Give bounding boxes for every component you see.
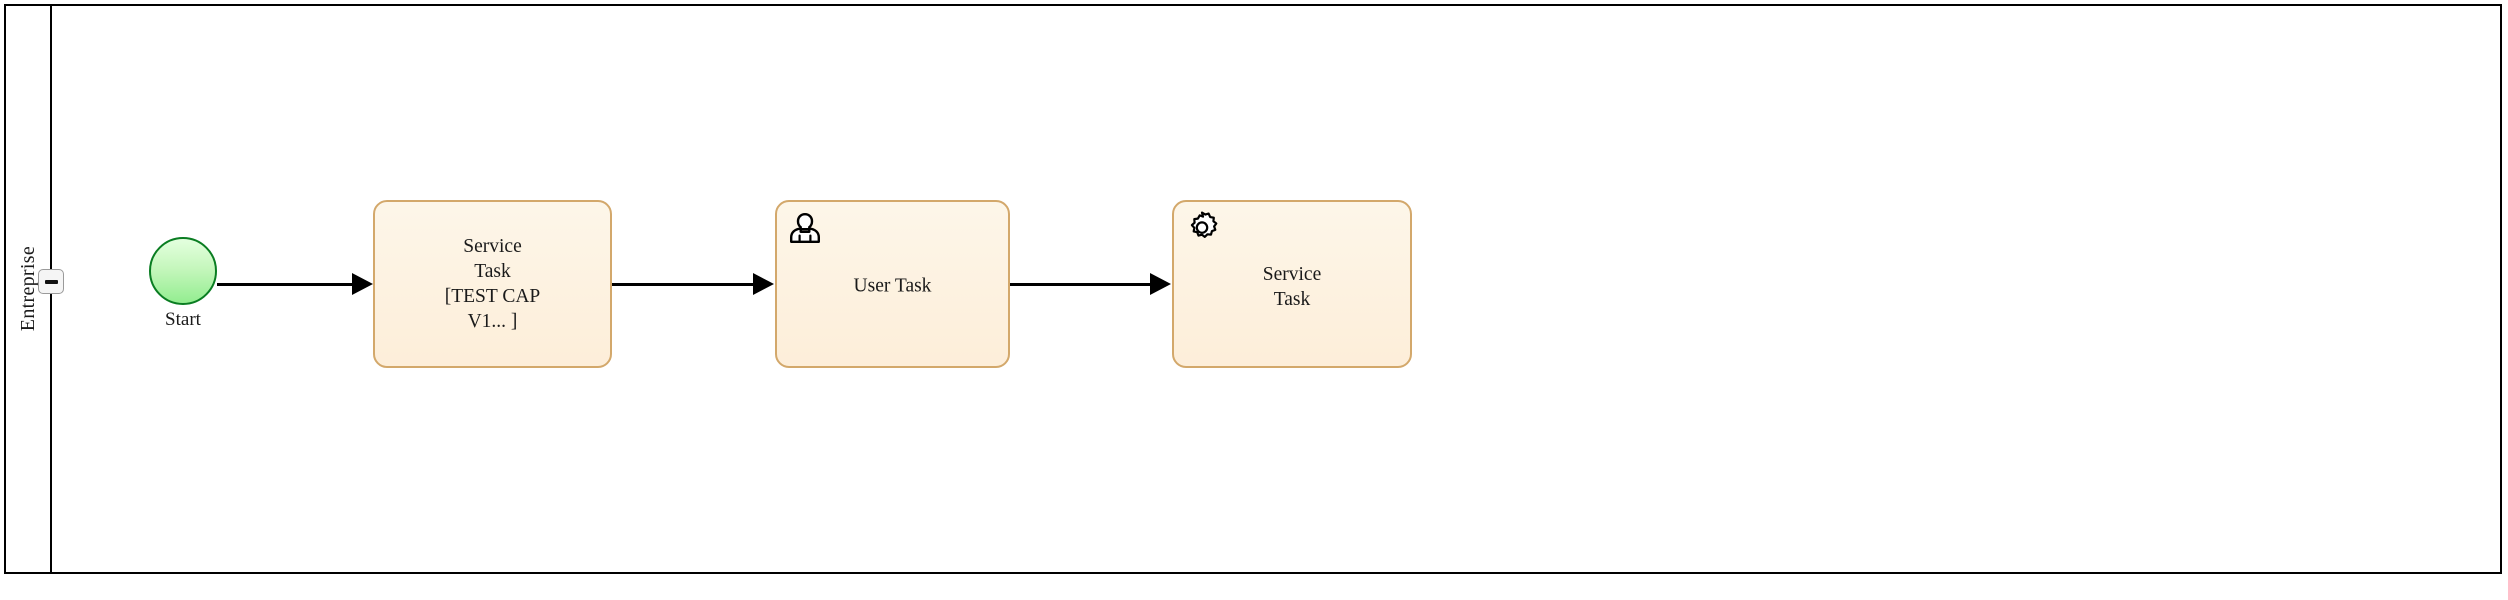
service-task-2-label: Service Task (1174, 262, 1410, 312)
sequence-flow-1-arrowhead (352, 273, 373, 295)
sequence-flow-3-arrowhead (1150, 273, 1171, 295)
service-task-2[interactable]: Service Task (1172, 200, 1412, 368)
label-line: User Task (853, 275, 932, 297)
pool-name-label: Entreprise (16, 246, 39, 332)
user-task-1[interactable]: User Task (775, 200, 1010, 368)
start-event-circle (149, 237, 217, 305)
label-line: [TEST CAP (444, 286, 541, 307)
pool-collapse-button[interactable] (38, 269, 64, 294)
gear-icon (1184, 210, 1220, 246)
label-line: V1... ] (467, 311, 518, 332)
sequence-flow-2[interactable] (612, 283, 755, 286)
label-line: Task (474, 261, 511, 282)
label-line: Service (463, 236, 522, 257)
sequence-flow-1[interactable] (217, 283, 354, 286)
sequence-flow-3[interactable] (1010, 283, 1152, 286)
user-task-1-label: User Task (777, 273, 1008, 298)
service-task-1[interactable]: Service Task [TEST CAP V1... ] (373, 200, 612, 368)
start-event[interactable]: Start (149, 237, 217, 330)
sequence-flow-2-arrowhead (753, 273, 774, 295)
label-line: Task (1273, 289, 1311, 311)
service-task-1-label: Service Task [TEST CAP V1... ] (375, 234, 610, 334)
pool-entreprise[interactable]: Entreprise (4, 4, 2502, 574)
minus-icon (44, 279, 58, 284)
user-icon (787, 210, 823, 246)
label-line: Service (1262, 264, 1322, 286)
start-event-label: Start (165, 309, 201, 330)
